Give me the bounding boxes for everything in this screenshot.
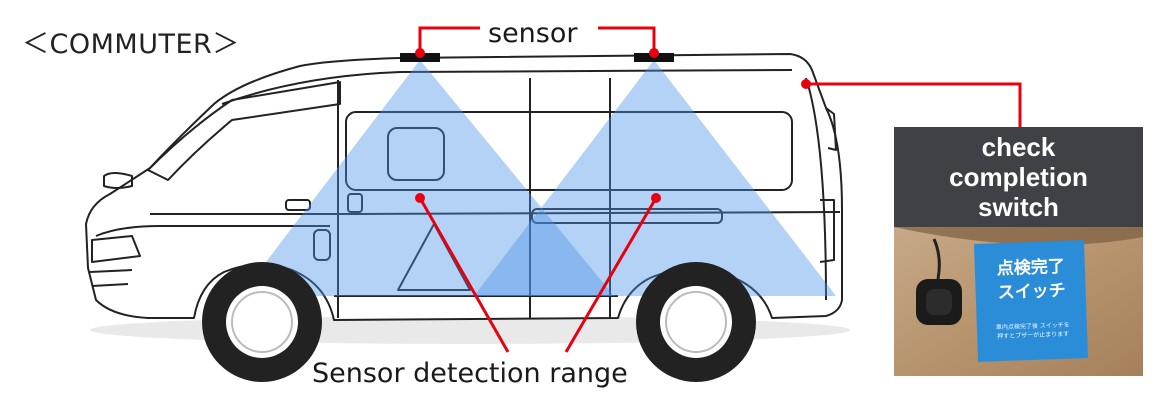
range-dot-rear [651,193,661,203]
switch-cable [932,238,941,280]
switch-header: check completion switch [894,127,1143,227]
detection-cone-rear [474,60,836,296]
tag-main-text: 点検完了 スイッチ [980,254,1082,305]
switch-dot [801,79,811,89]
tag-line: 点検完了 [996,256,1066,280]
tag-small-text: 車内点検完了後 スイッチを 押すとブザーが止まります [985,320,1082,341]
front-wheel [202,262,322,382]
van-body [85,53,843,321]
switch-header-line: check [981,132,1056,162]
sensor-rear-dot [649,48,659,58]
detection-cone-front [240,60,614,296]
range-dot-front [415,193,425,203]
tag-line: スイッチ [997,280,1067,304]
switch-header-line: switch [978,192,1059,222]
sensor-front-dot [415,48,425,58]
switch-callout [806,82,1022,127]
switch-tag: 点検完了 スイッチ 車内点検完了後 スイッチを 押すとブザーが止まります [973,240,1089,362]
switch-photo: 点検完了 スイッチ 車内点検完了後 スイッチを 押すとブザーが止まります [894,227,1143,376]
range-callout [418,197,658,353]
sensor-label: sensor [488,18,578,49]
tag-small-line: 押すとブザーが止まります [997,330,1070,341]
detection-range-label: Sensor detection range [312,358,628,389]
sensor-callout [418,26,656,53]
check-completion-switch-panel: check completion switch [894,127,1143,376]
rear-wheel [636,262,756,382]
switch-header-line: completion [949,162,1088,192]
vehicle-title: ＜COMMUTER＞ [22,29,240,60]
